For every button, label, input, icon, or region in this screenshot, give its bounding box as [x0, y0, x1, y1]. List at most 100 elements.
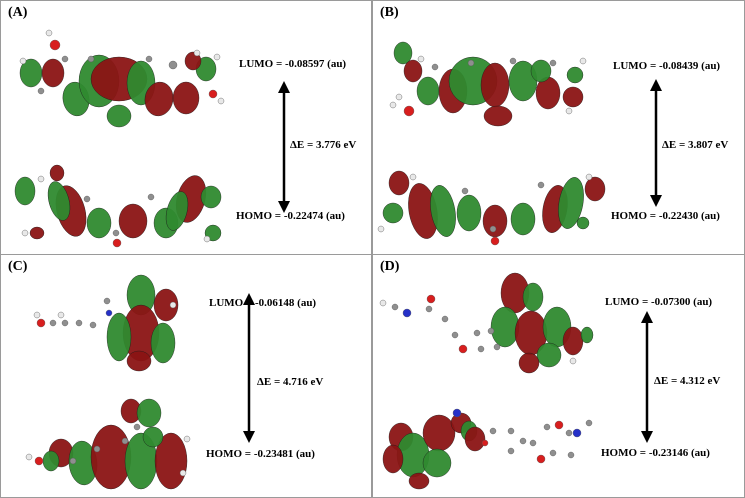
carbon-atom — [391, 303, 399, 311]
homo-orbital-d — [382, 408, 593, 490]
hydrogen-atom — [389, 101, 397, 109]
orbital-lobe-negative — [126, 350, 152, 372]
hydrogen-atom — [57, 311, 65, 319]
hydrogen-atom — [33, 311, 41, 319]
energy-gap-arrow-b — [650, 79, 662, 207]
orbital-lobe-negative — [154, 432, 188, 490]
panel-label: (D) — [380, 259, 400, 274]
carbon-atom — [451, 331, 459, 339]
energy-gap-arrow-c — [243, 293, 255, 443]
oxygen-atom — [112, 238, 122, 248]
carbon-atom — [567, 451, 575, 459]
lumo-orbital-b — [389, 41, 587, 127]
hydrogen-atom — [21, 229, 29, 237]
carbon-atom — [489, 427, 497, 435]
orbital-lobe-positive — [530, 59, 552, 83]
orbital-lobe-positive — [382, 202, 404, 224]
hydrogen-atom — [569, 357, 577, 365]
carbon-atom — [89, 321, 97, 329]
orbital-lobe-negative — [29, 226, 45, 240]
molecule-a — [14, 29, 225, 248]
carbon-atom — [69, 457, 77, 465]
hydrogen-atom — [25, 453, 33, 461]
hydrogen-atom — [417, 55, 425, 63]
orbital-lobe-negative — [464, 426, 486, 452]
carbon-atom — [147, 193, 155, 201]
carbon-atom — [565, 429, 573, 437]
carbon-atom — [473, 329, 481, 337]
orbital-lobe-positive — [86, 207, 112, 239]
homo-orbital-c — [25, 398, 191, 490]
carbon-atom — [61, 55, 69, 63]
hydrogen-atom — [183, 435, 191, 443]
carbon-atom — [93, 445, 101, 453]
hydrogen-atom — [193, 49, 201, 57]
hydrogen-atom — [579, 57, 587, 65]
hydrogen-atom — [45, 29, 53, 37]
carbon-atom — [431, 63, 439, 71]
orbital-lobe-positive — [393, 41, 413, 65]
orbital-lobe-positive — [510, 202, 536, 236]
carbon-atom — [487, 327, 495, 335]
hydrogen-atom — [169, 301, 177, 309]
hydrogen-atom — [213, 53, 221, 61]
carbon-atom — [425, 305, 433, 313]
carbon-atom — [75, 319, 83, 327]
panel-label: (C) — [8, 259, 28, 274]
panel-label: (B) — [380, 5, 399, 20]
carbon-atom — [507, 447, 515, 455]
carbon-atom — [549, 449, 557, 457]
carbon-atom — [441, 315, 449, 323]
molecule-d — [379, 272, 594, 490]
panel-a: (A) LUMO = -0.08597 (au) ΔE = 3.776 eV H… — [0, 0, 372, 255]
homo-value: HOMO = -0.22474 (au) — [236, 210, 345, 222]
energy-gap-value: ΔE = 3.776 eV — [290, 139, 357, 151]
orbital-lobe-positive — [106, 312, 132, 362]
orbital-lobe-positive — [136, 398, 162, 428]
orbital-lobe-positive — [580, 326, 594, 344]
carbon-atom — [529, 439, 537, 447]
orbital-lobe-negative — [382, 444, 404, 474]
carbon-atom — [543, 423, 551, 431]
orbital-lobe-negative — [184, 51, 202, 71]
orbital-lobe-positive — [536, 342, 562, 368]
carbon-atom — [87, 55, 95, 63]
carbon-atom — [61, 319, 69, 327]
oxygen-atom — [490, 236, 500, 246]
panel-b: (B) LUMO = -0.08439 (au) ΔE = 3.807 eV H… — [372, 0, 745, 255]
carbon-atom — [509, 57, 517, 65]
lumo-value: LUMO = -0.08439 (au) — [613, 60, 721, 72]
nitrogen-atom — [105, 309, 113, 317]
carbon-atom — [507, 427, 515, 435]
hydrogen-atom — [37, 175, 45, 183]
oxygen-atom — [426, 294, 436, 304]
orbital-lobe-positive — [14, 176, 36, 206]
orbital-lobe-negative — [518, 352, 540, 374]
orbital-lobe-negative — [584, 176, 606, 202]
carbon-atom — [121, 437, 129, 445]
lumo-value: LUMO = -0.08597 (au) — [239, 58, 347, 70]
orbital-lobe-positive — [430, 185, 456, 237]
energy-gap-value: ΔE = 4.716 eV — [257, 376, 324, 388]
energy-gap-value: ΔE = 4.312 eV — [654, 375, 721, 387]
homo-value: HOMO = -0.23481 (au) — [206, 448, 315, 460]
oxygen-atom — [481, 439, 489, 447]
hydrogen-atom — [19, 57, 27, 65]
oxygen-atom — [34, 456, 44, 466]
lumo-orbital-d — [379, 272, 594, 374]
oxygen-atom — [49, 39, 61, 51]
orbital-lobe-negative — [153, 288, 179, 322]
orbital-lobe-positive — [456, 194, 482, 232]
carbon-atom — [145, 55, 153, 63]
energy-gap-arrow-d — [641, 311, 653, 443]
hydrogen-atom — [379, 299, 387, 307]
orbital-lobe-positive — [566, 66, 584, 84]
hydrogen-atom — [395, 93, 403, 101]
carbon-atom — [537, 181, 545, 189]
carbon-atom — [549, 59, 557, 67]
carbon-atom — [112, 229, 120, 237]
hydrogen-atom — [377, 225, 385, 233]
lumo-orbital-c — [33, 274, 179, 372]
orbital-lobe-negative — [562, 86, 584, 108]
